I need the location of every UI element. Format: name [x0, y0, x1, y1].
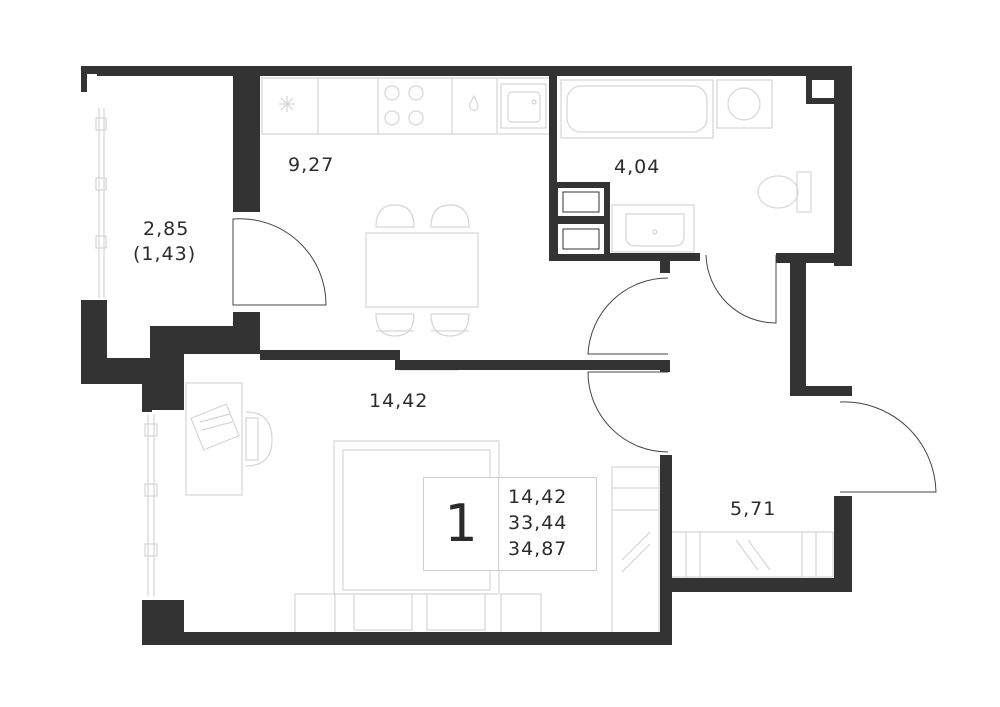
balcony-window-frame	[95, 108, 107, 298]
faucet-drop-icon	[468, 94, 479, 112]
doors	[232, 218, 937, 493]
vent-shaft	[552, 182, 610, 260]
summary-living-area: 14,42	[508, 486, 568, 508]
apartment-summary-badge: 1 14,42 33,44 34,87	[423, 477, 597, 571]
balcony-reduced-area-label: (1,43)	[133, 243, 197, 265]
bathroom-door	[705, 254, 777, 324]
wardrobe-horizontal	[670, 531, 834, 578]
bathroom-area-label: 4,04	[614, 156, 661, 178]
stove-icon	[384, 85, 424, 126]
kitchen-door	[587, 277, 669, 355]
dining-table	[365, 204, 479, 337]
room-door	[587, 371, 669, 453]
bathtub	[560, 79, 714, 139]
balcony-door	[232, 218, 327, 306]
furniture	[95, 77, 834, 636]
room-window-frame	[144, 414, 158, 596]
hall-area-label: 5,71	[730, 498, 777, 520]
summary-total-with-balcony: 34,87	[508, 538, 568, 560]
walls	[81, 66, 852, 645]
kitchen-counter	[261, 77, 551, 135]
kitchen-area-label: 9,27	[288, 154, 335, 176]
room-count: 1	[424, 478, 499, 570]
balcony-area-label: 2,85	[143, 218, 190, 240]
summary-areas: 14,42 33,44 34,87	[508, 484, 567, 562]
entrance-door	[839, 401, 937, 493]
living-room-area-label: 14,42	[369, 390, 429, 412]
washing-machine	[716, 79, 773, 129]
fridge-icon	[279, 96, 295, 112]
washbasin	[611, 204, 695, 253]
summary-total-area: 33,44	[508, 512, 568, 534]
wardrobe-vertical	[611, 466, 660, 636]
toilet	[757, 171, 812, 213]
kitchen-sink-icon	[500, 83, 547, 129]
desk	[185, 382, 273, 496]
